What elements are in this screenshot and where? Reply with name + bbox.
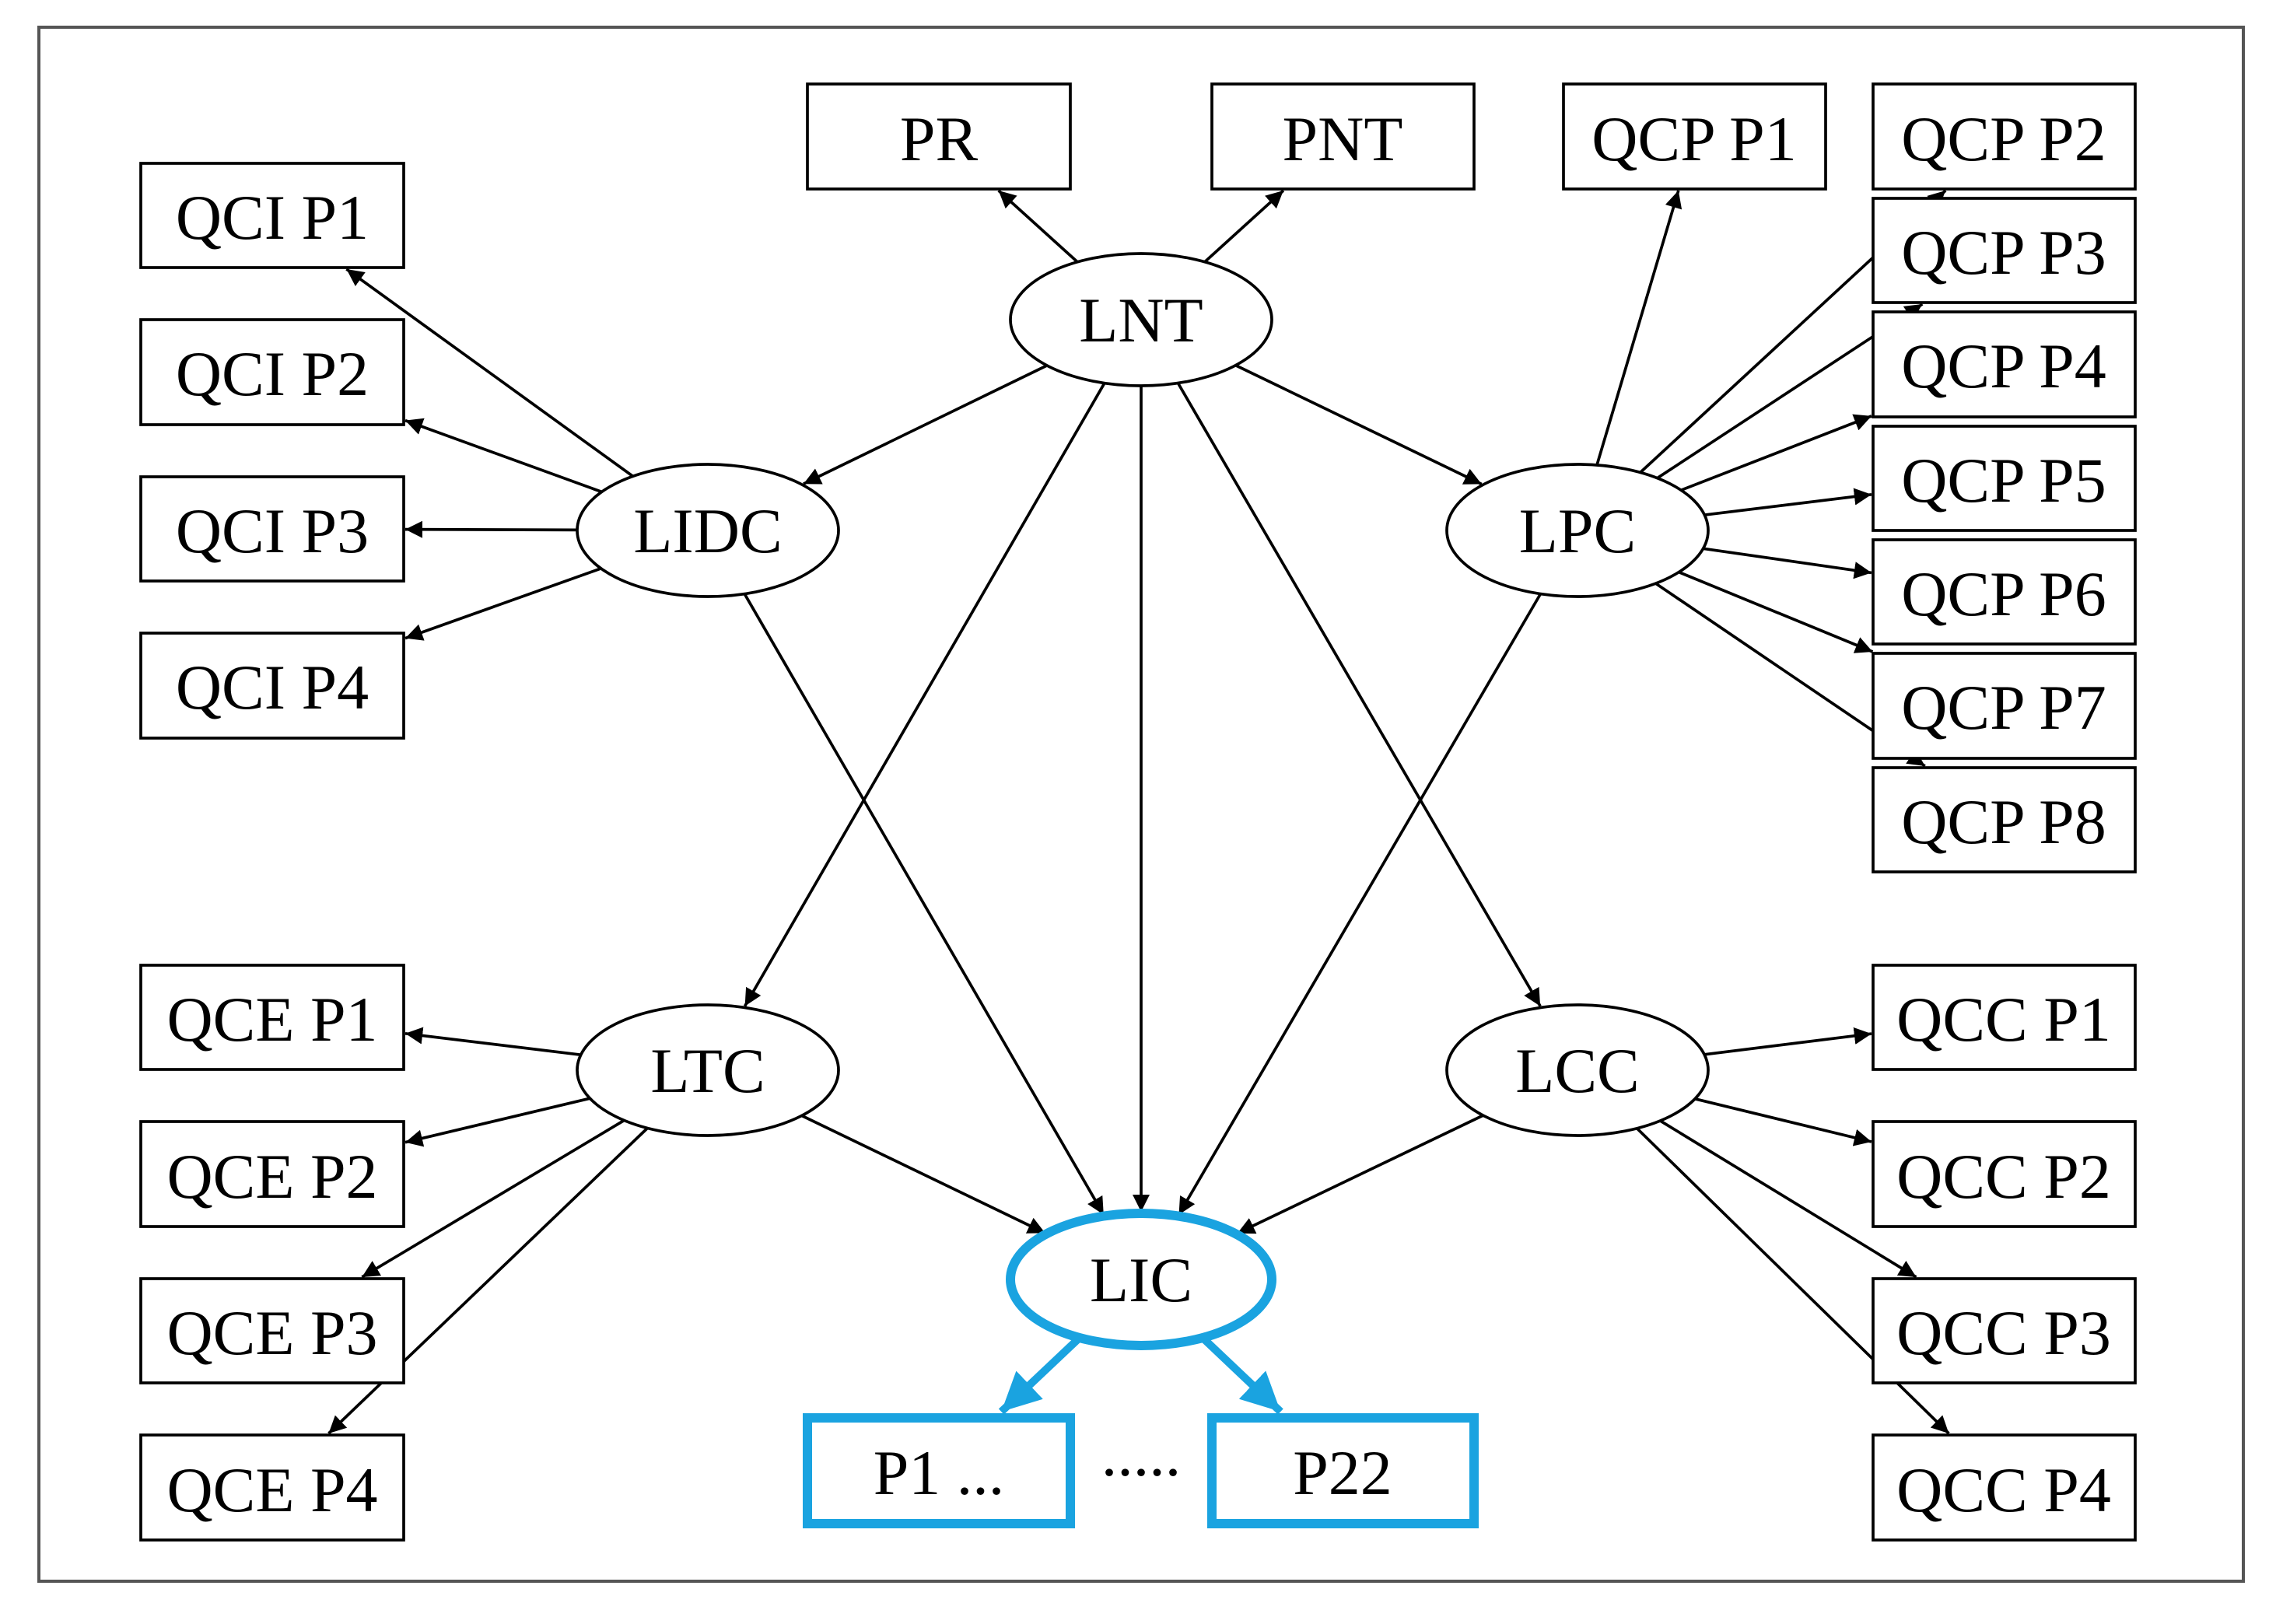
edge-lic-to-p22 bbox=[1199, 1335, 1283, 1415]
diagram-frame bbox=[37, 26, 2245, 1583]
box-qcp-p4: QCP P4 bbox=[1872, 310, 2137, 418]
box-qce-p2: QCE P2 bbox=[139, 1120, 405, 1228]
edge-lnt-to-pnt bbox=[1203, 189, 1285, 264]
node-lcc-label: LCC bbox=[1515, 1035, 1639, 1106]
edge-lcc-to-lic bbox=[1236, 1114, 1484, 1235]
edge-ltc-to-lic bbox=[800, 1114, 1046, 1235]
edge-lnt-to-pr bbox=[997, 189, 1079, 264]
box-qci-p3-label: QCI P3 bbox=[176, 495, 369, 566]
edge-lcc-to-qcc-p3 bbox=[1659, 1119, 1917, 1279]
edge-lcc-to-qcc-p1 bbox=[1704, 1027, 1872, 1056]
box-qcp-p6-label: QCP P6 bbox=[1901, 558, 2106, 629]
box-p22-label: P22 bbox=[1293, 1437, 1392, 1508]
edge-lpc-to-qcp-p7 bbox=[1678, 570, 1874, 653]
box-qcp-p5: QCP P5 bbox=[1872, 425, 2137, 532]
edge-lcc-to-qcc-p2 bbox=[1694, 1097, 1872, 1146]
box-qcp-p1-label: QCP P1 bbox=[1591, 103, 1797, 174]
edge-lic-to-p1 bbox=[998, 1335, 1083, 1415]
edge-lidc-to-qci-p1 bbox=[345, 268, 634, 478]
box-pnt: PNT bbox=[1210, 82, 1476, 191]
edge-lnt-to-lidc bbox=[803, 364, 1048, 485]
box-qce-p3-label: QCE P3 bbox=[166, 1297, 377, 1368]
box-qcc-p2: QCC P2 bbox=[1872, 1120, 2137, 1228]
edge-lidc-to-lic bbox=[743, 593, 1105, 1216]
box-qcp-p2-label: QCP P2 bbox=[1901, 103, 2106, 174]
node-lidc: LIDC bbox=[576, 463, 840, 598]
box-qce-p1: QCE P1 bbox=[139, 964, 405, 1071]
box-qcp-p3-label: QCP P3 bbox=[1901, 217, 2106, 288]
box-qci-p2-label: QCI P2 bbox=[176, 338, 369, 409]
node-lnt-label: LNT bbox=[1079, 285, 1203, 355]
box-p1-label: P1 ... bbox=[874, 1437, 1005, 1508]
ellipsis-text: ..... bbox=[1101, 1419, 1182, 1489]
edge-ltc-to-qce-p3 bbox=[361, 1118, 625, 1279]
node-lidc-label: LIDC bbox=[633, 495, 782, 566]
node-ltc-label: LTC bbox=[650, 1035, 765, 1106]
box-pr-label: PR bbox=[900, 103, 979, 174]
edge-lpc-to-qcp-p1 bbox=[1595, 190, 1682, 466]
edge-lnt-to-ltc bbox=[743, 382, 1106, 1007]
box-qcc-p3: QCC P3 bbox=[1872, 1277, 2137, 1384]
node-lpc: LPC bbox=[1445, 463, 1710, 598]
box-qcc-p4: QCC P4 bbox=[1872, 1433, 2137, 1542]
node-ltc: LTC bbox=[576, 1003, 840, 1137]
edge-ltc-to-qce-p2 bbox=[404, 1097, 590, 1147]
box-qci-p4: QCI P4 bbox=[139, 632, 405, 740]
box-qcp-p2: QCP P2 bbox=[1872, 82, 2137, 191]
edge-ltc-to-qce-p1 bbox=[404, 1027, 581, 1057]
box-qce-p4: QCE P4 bbox=[139, 1433, 405, 1542]
box-qci-p2: QCI P2 bbox=[139, 318, 405, 426]
edge-lpc-to-qcp-p5 bbox=[1704, 488, 1872, 516]
node-lpc-label: LPC bbox=[1519, 495, 1636, 566]
box-qcp-p3: QCP P3 bbox=[1872, 197, 2137, 304]
box-pnt-label: PNT bbox=[1283, 103, 1403, 174]
node-lic: LIC bbox=[1006, 1209, 1276, 1350]
box-qcp-p6: QCP P6 bbox=[1872, 538, 2137, 646]
box-qcc-p2-label: QCC P2 bbox=[1896, 1141, 2111, 1212]
box-qce-p3: QCE P3 bbox=[139, 1277, 405, 1384]
box-qce-p4-label: QCE P4 bbox=[166, 1454, 377, 1525]
box-qci-p3: QCI P3 bbox=[139, 475, 405, 583]
box-qcp-p4-label: QCP P4 bbox=[1901, 331, 2106, 401]
box-qcc-p1: QCC P1 bbox=[1872, 964, 2137, 1071]
node-lcc: LCC bbox=[1445, 1003, 1710, 1137]
edge-lpc-to-qcp-p6 bbox=[1703, 547, 1872, 579]
edge-lpc-to-lic bbox=[1177, 593, 1542, 1216]
box-qcp-p5-label: QCP P5 bbox=[1901, 445, 2106, 516]
box-qci-p1: QCI P1 bbox=[139, 162, 405, 269]
box-p22: P22 bbox=[1207, 1413, 1479, 1528]
node-lic-label: LIC bbox=[1090, 1244, 1192, 1315]
box-p1: P1 ... bbox=[803, 1413, 1075, 1528]
edge-lpc-to-qcp-p4 bbox=[1680, 414, 1872, 492]
box-qce-p2-label: QCE P2 bbox=[166, 1141, 377, 1212]
box-qce-p1-label: QCE P1 bbox=[166, 984, 377, 1055]
box-qci-p4-label: QCI P4 bbox=[176, 652, 369, 723]
box-qci-p1-label: QCI P1 bbox=[176, 182, 369, 253]
box-qcp-p8-label: QCP P8 bbox=[1901, 786, 2106, 857]
box-qcc-p1-label: QCC P1 bbox=[1896, 984, 2111, 1055]
box-pr: PR bbox=[806, 82, 1072, 191]
box-qcc-p3-label: QCC P3 bbox=[1896, 1297, 2111, 1368]
edges-layer bbox=[327, 189, 1950, 1435]
edge-lnt-to-lpc bbox=[1234, 364, 1483, 486]
edge-lidc-to-qci-p2 bbox=[404, 418, 603, 494]
box-qcp-p7: QCP P7 bbox=[1872, 652, 2137, 760]
box-qcp-p7-label: QCP P7 bbox=[1901, 672, 2106, 743]
edge-lnt-to-lcc bbox=[1176, 382, 1542, 1007]
box-qcc-p4-label: QCC P4 bbox=[1896, 1454, 2111, 1525]
edge-lidc-to-qci-p4 bbox=[404, 567, 602, 641]
box-qcp-p8: QCP P8 bbox=[1872, 766, 2137, 873]
box-qcp-p1: QCP P1 bbox=[1562, 82, 1827, 191]
node-lnt: LNT bbox=[1009, 252, 1273, 387]
